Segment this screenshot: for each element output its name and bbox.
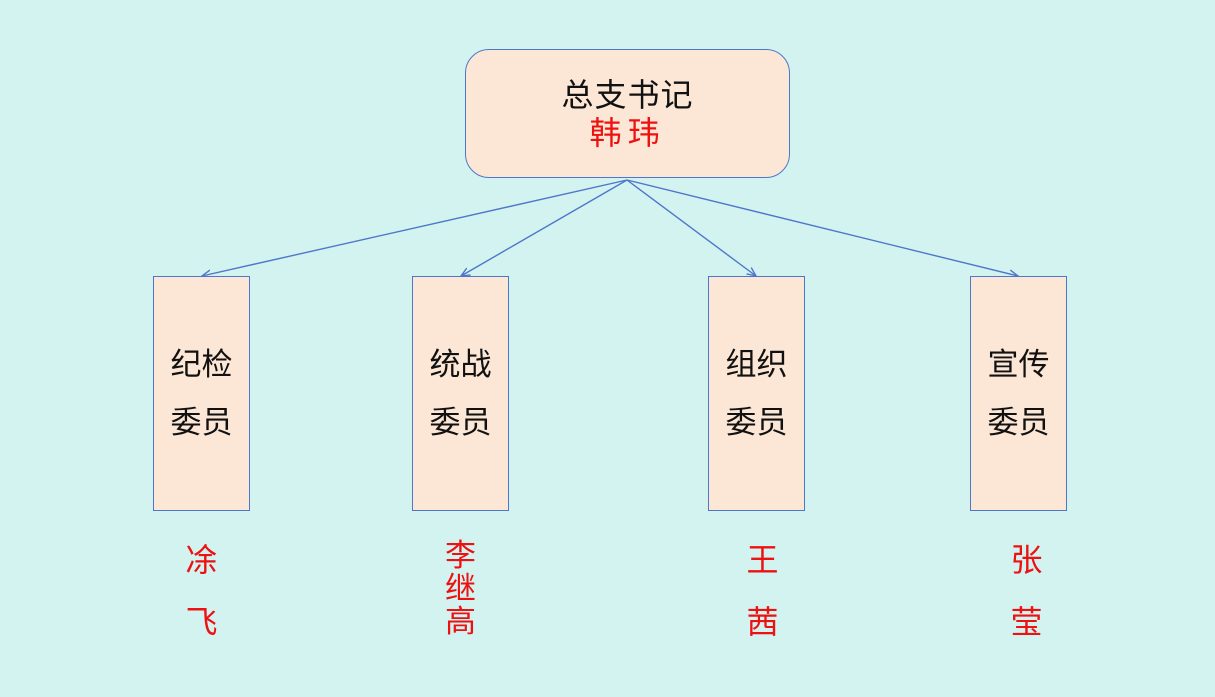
root-title: 总支书记 [561,75,694,114]
member-name-publicity: 张 莹 [978,540,1075,664]
member-name-char: 张 [1010,541,1043,579]
connector-arrow-3 [626,179,756,276]
connector-arrow-2 [461,179,628,276]
connector-arrow-1 [202,179,628,276]
member-name-char: 飞 [185,603,218,641]
member-name-char: 王 [746,541,779,579]
member-node-publicity: 宣传 委员 [970,276,1067,511]
member-name-char: 继 [445,571,476,607]
member-name-char: 高 [445,604,476,640]
connector-arrow-4 [626,179,1018,276]
member-name-char: 李 [445,538,476,574]
member-role-line1: 纪检 [170,346,233,383]
member-name-char: 莹 [1010,603,1043,641]
member-name-char: 凃 [185,541,218,579]
member-role-line2: 委员 [725,404,788,441]
member-role-line1: 组织 [725,346,788,383]
member-node-organization: 组织 委员 [708,276,805,511]
member-name-char: 茜 [746,603,779,641]
member-role-line1: 统战 [429,346,492,383]
root-node: 总支书记 韩玮 [465,49,790,178]
member-name-united-front: 李 继 高 [412,540,509,639]
member-node-united-front: 统战 委员 [412,276,509,511]
member-role-line2: 委员 [429,404,492,441]
member-name-discipline: 凃 飞 [153,540,250,664]
member-node-discipline: 纪检 委员 [153,276,250,511]
root-name: 韩玮 [589,113,666,152]
member-role-line2: 委员 [987,404,1050,441]
member-role-line1: 宣传 [987,346,1050,383]
member-role-line2: 委员 [170,404,233,441]
member-name-organization: 王 茜 [714,540,811,664]
